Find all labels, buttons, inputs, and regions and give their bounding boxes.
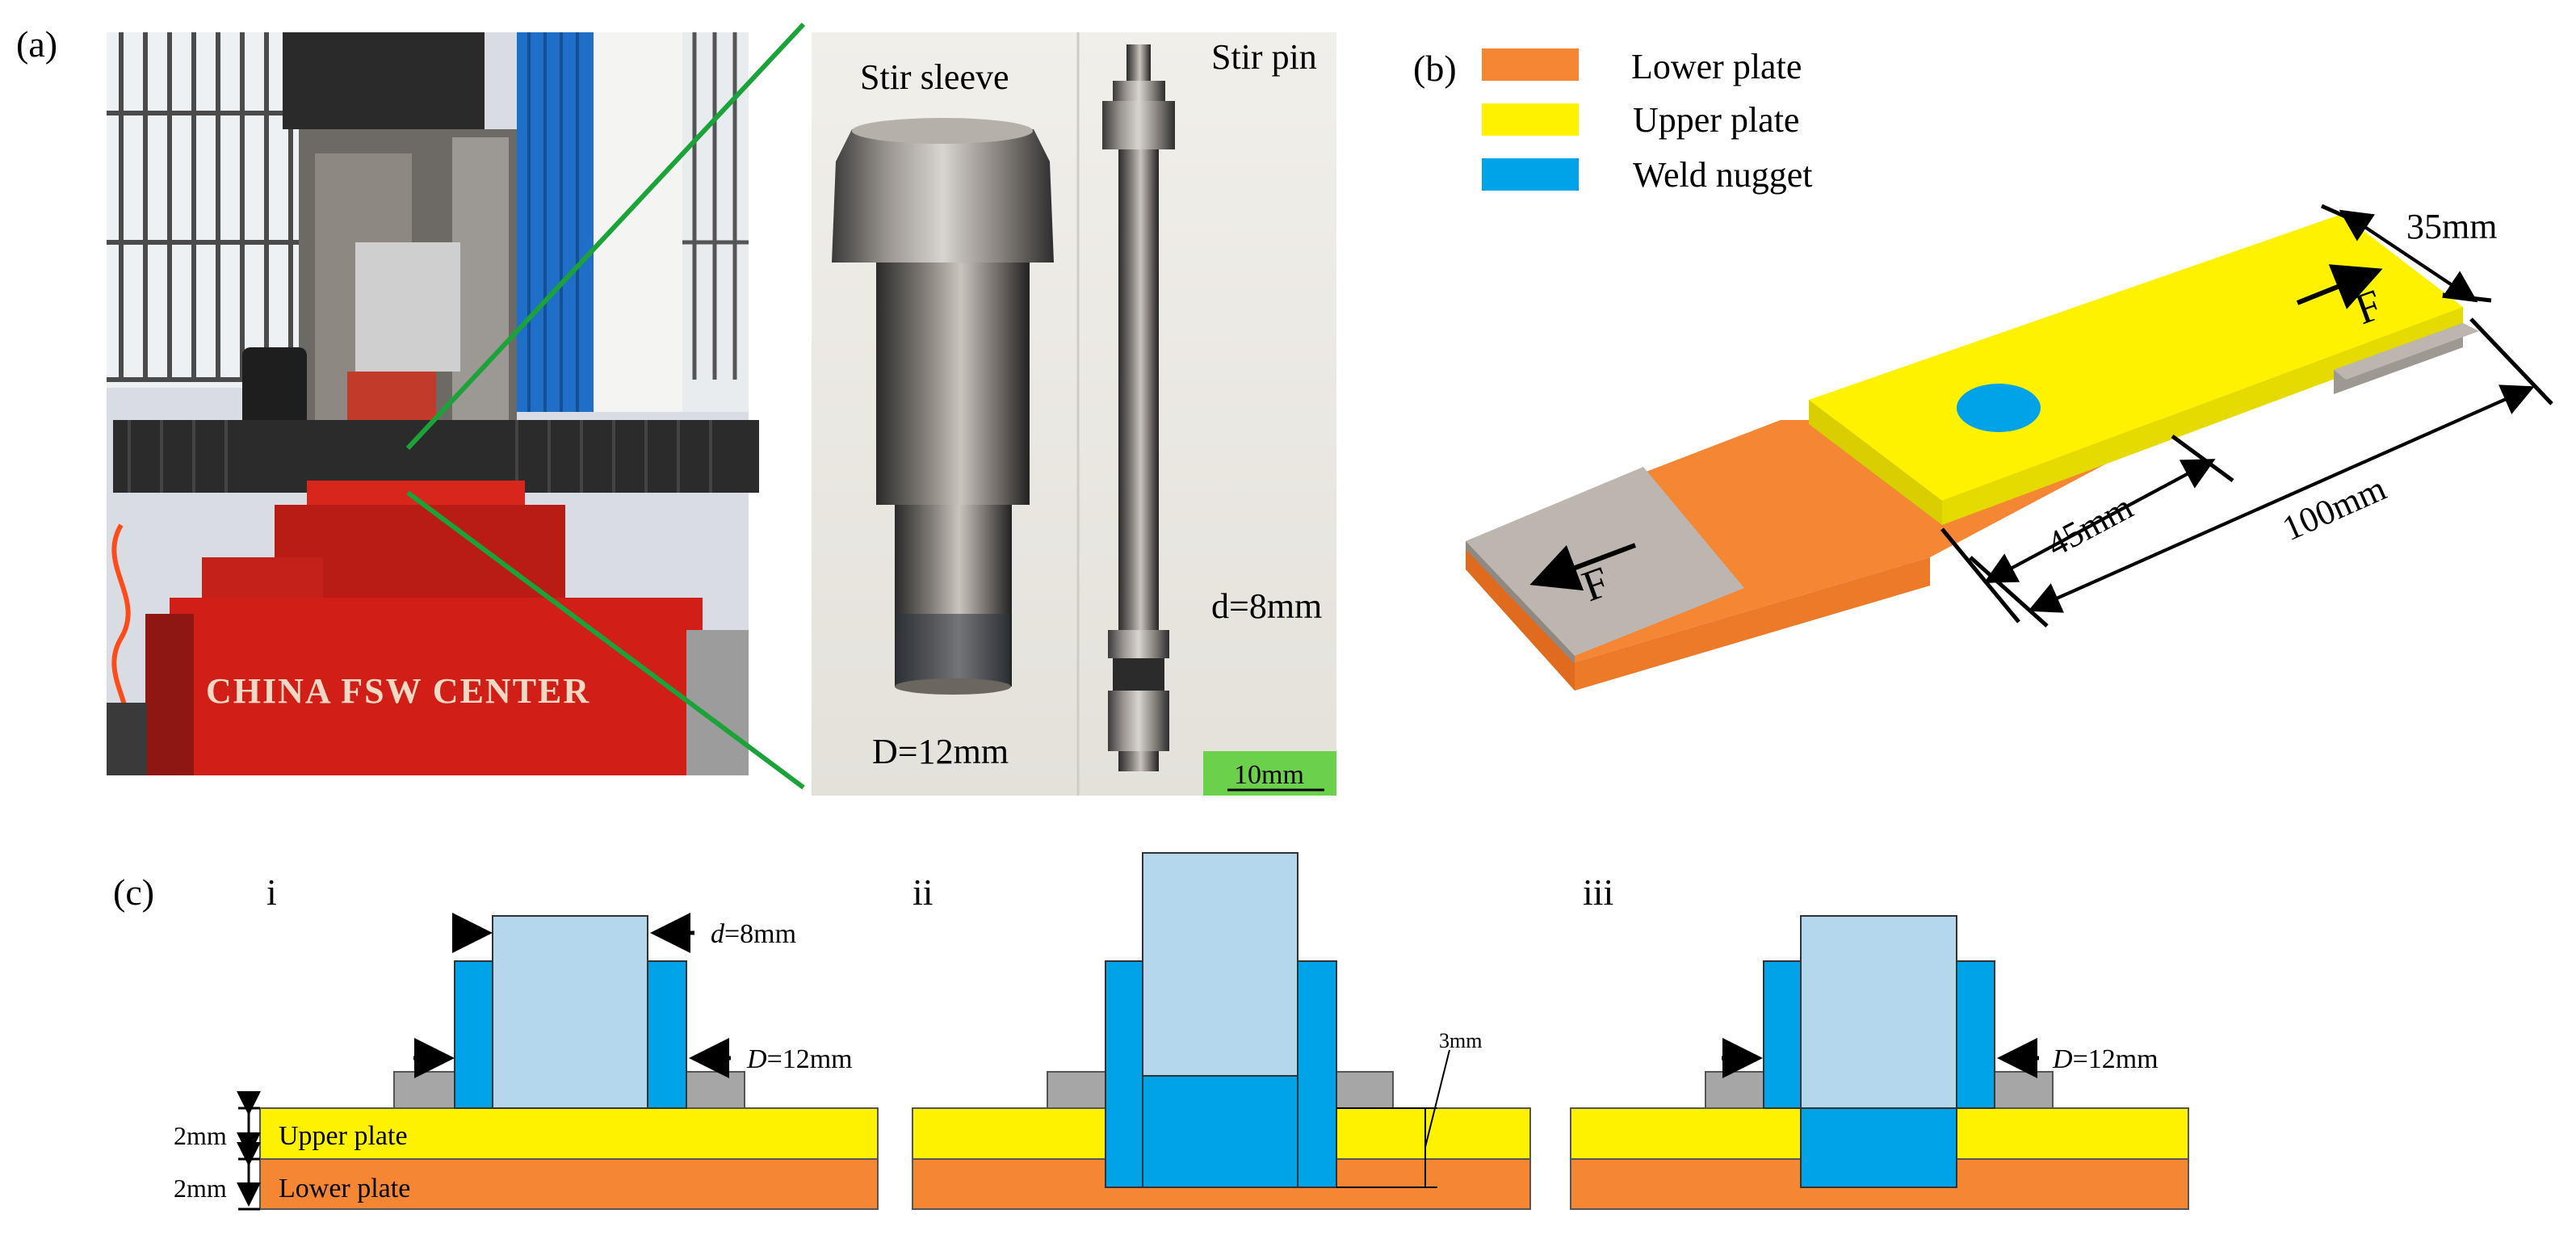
legend: Lower plate Upper plate Weld nugget [1482, 47, 1813, 195]
machine-label: CHINA FSW CENTER [206, 671, 590, 711]
legend-swatch-upper [1482, 103, 1579, 136]
clamp-left-ii [1047, 1071, 1106, 1109]
legend-label-lower: Lower plate [1631, 47, 1802, 86]
force-arrow-left [1529, 543, 1637, 591]
lower-plate-side [1575, 557, 1930, 691]
lower-plate-label-i: Lower plate [279, 1174, 410, 1203]
clamp-left-iii [1705, 1071, 1764, 1109]
pin-i [492, 915, 648, 1109]
lower-plate-front [1466, 541, 1575, 691]
clamp-right-iii [1994, 1071, 2054, 1109]
dim-width [2320, 204, 2492, 303]
pin-dim-label-c: d=8mm [711, 919, 796, 949]
clamp-right-ii [1336, 1071, 1394, 1109]
thickness-dims [237, 1091, 261, 1211]
plunge-dim-label: 3mm [1439, 1029, 1482, 1052]
panel-c: (c) i Upper plate Lower plate 2mm 2mm d=… [113, 852, 2189, 1211]
machine-photo: CHINA FSW CENTER [107, 32, 759, 775]
upper-plate-label-i: Upper plate [279, 1121, 408, 1151]
stir-sleeve-image [832, 118, 1054, 695]
dim-width-label: 35mm [2406, 207, 2497, 246]
upper-plate-front [1809, 400, 1942, 525]
lap-joint-specimen [1466, 214, 2479, 691]
step-ii-label: ii [913, 872, 933, 913]
sleeve-title: Stir sleeve [860, 57, 1009, 97]
thickness-upper-label: 2mm [174, 1121, 227, 1150]
sleeve-dim-label-iii: D=12mm [2052, 1044, 2159, 1074]
dim-overlap [1940, 434, 2234, 624]
upper-plate-side [1942, 307, 2463, 525]
lower-grip-top [1466, 467, 1744, 656]
step-iii: iii D=12mm [1570, 872, 2189, 1210]
step-ii: ii 3mm [912, 852, 1531, 1210]
step-iii-label: iii [1583, 872, 1613, 913]
pin-title: Stir pin [1211, 37, 1317, 77]
dim-length-label: 100mm [2276, 468, 2392, 548]
upper-grip-top [2334, 323, 2479, 380]
panel-b-label: (b) [1413, 48, 1457, 89]
sleeve-dim-label: D=12mm [872, 732, 1009, 771]
dim-overlap-label: 45mm [2041, 487, 2139, 565]
dim-length [1969, 317, 2553, 628]
legend-swatch-nugget [1482, 158, 1579, 191]
step-i: i Upper plate Lower plate 2mm 2mm d=8mm [174, 872, 879, 1211]
stir-pin-image [1102, 44, 1175, 771]
tool-photo: Stir sleeve Stir pin D=12mm [812, 32, 1336, 796]
panel-c-label: (c) [113, 872, 154, 913]
scale-bar-label: 10mm [1234, 760, 1304, 790]
sleeve-dim-label-i: D=12mm [746, 1044, 853, 1074]
panel-a: (a) [16, 22, 1336, 796]
thickness-lower-label: 2mm [174, 1174, 227, 1203]
plunge-dim [1336, 1049, 1450, 1188]
force-arrow-right [2296, 264, 2383, 309]
lower-grip-front [1466, 541, 1575, 664]
legend-swatch-lower [1482, 48, 1579, 81]
weld-nugget-marker [1957, 384, 2041, 432]
pin-dim-label: d=8mm [1211, 586, 1322, 626]
clamp-right-i [686, 1071, 745, 1109]
legend-label-nugget: Weld nugget [1633, 155, 1813, 195]
zoom-line-top [405, 22, 806, 451]
upper-plate-i [259, 1107, 879, 1160]
zoom-line-bottom [406, 490, 805, 790]
upper-plate-top [1809, 214, 2463, 501]
scale-bar-box [1203, 751, 1336, 796]
pin-iii [1800, 915, 1957, 1109]
clamp-left-i [393, 1071, 455, 1109]
legend-label-upper: Upper plate [1633, 100, 1799, 140]
panel-b: (b) Lower plate Upper plate Weld nugget [1413, 47, 2553, 691]
panel-a-label: (a) [16, 23, 57, 65]
step-i-label: i [266, 872, 277, 913]
weld-nugget-iii [1800, 1107, 1957, 1188]
pin-ii [1142, 852, 1298, 1077]
